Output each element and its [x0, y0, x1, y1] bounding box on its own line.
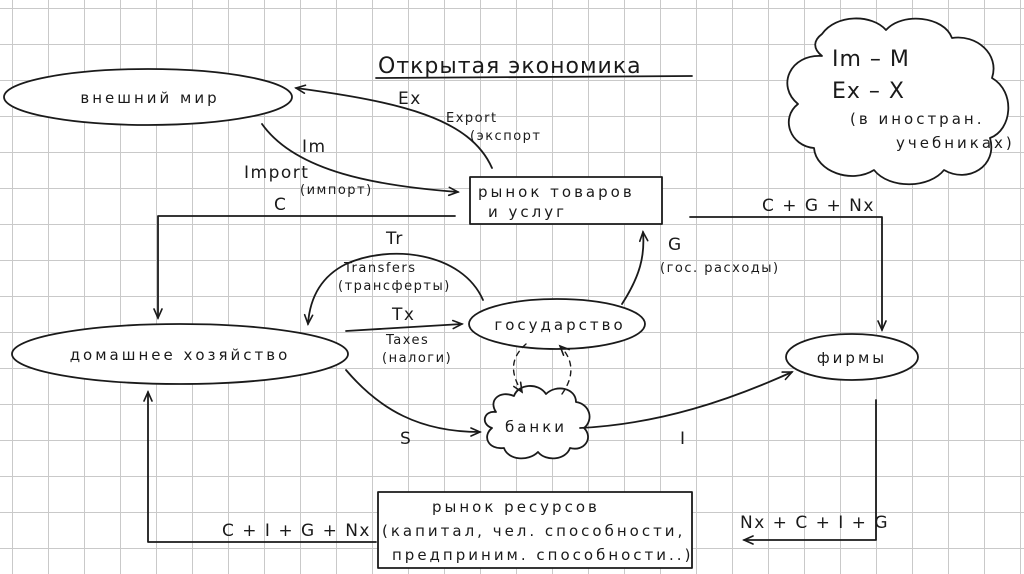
bank-government-link-2	[558, 344, 572, 395]
s-label: S	[400, 429, 412, 449]
ex-label: Ex	[398, 89, 422, 109]
transfers-ru-label: (трансферты)	[338, 279, 451, 294]
resource-market-to-households-arrow	[143, 390, 377, 543]
taxes-label: Taxes	[385, 333, 429, 348]
title-underline	[375, 75, 693, 79]
goods-market-node	[469, 176, 663, 225]
firms-label: фирмы	[817, 349, 887, 367]
households-label: домашнее хозяйство	[70, 346, 291, 364]
savings-arrow	[345, 369, 482, 437]
tx-label: Tx	[391, 305, 415, 325]
c-label: C	[274, 195, 287, 215]
diagram-title: Открытая экономика	[378, 54, 642, 79]
cloud-note-line-1: Im – M	[832, 47, 910, 72]
government-label: государство	[494, 316, 625, 334]
im-label: Im	[302, 137, 327, 157]
nx-c-i-g-label: Nx + C + I + G	[740, 513, 889, 533]
g-label: G	[668, 235, 683, 255]
c-g-nx-label: C + G + Nx	[762, 196, 875, 216]
firms-node	[785, 333, 919, 381]
goods-market-label-2: и услуг	[488, 203, 567, 221]
resource-market-node	[377, 491, 693, 569]
resource-market-label-2: (капитал, чел. способности,	[382, 522, 685, 540]
goods-to-firms-arrow	[689, 216, 887, 332]
investment-arrow	[579, 371, 794, 429]
government-spending-arrow	[621, 230, 649, 305]
firms-to-resource-market-arrow	[742, 399, 877, 545]
transfers-arrow	[303, 252, 484, 326]
i-label: I	[680, 429, 687, 449]
resource-market-label-1: рынок ресурсов	[432, 498, 600, 516]
cloud-note-line-2: Ex – X	[832, 79, 905, 104]
banks-node	[483, 385, 591, 460]
banks-label: банки	[505, 418, 567, 436]
resource-market-label-3: предприним. способности..)	[392, 546, 693, 564]
export-label: Export	[446, 111, 498, 126]
export-arrow	[294, 84, 493, 169]
transfers-label: Transfers	[343, 261, 417, 276]
consumption-arrow	[153, 215, 456, 320]
taxes-ru-label: (налоги)	[382, 351, 452, 366]
world-node	[3, 68, 293, 126]
export-ru-label: (экспорт	[470, 129, 541, 144]
import-arrow	[261, 123, 460, 197]
world-label: внешний мир	[80, 89, 219, 107]
bank-government-link-1	[512, 343, 527, 394]
tr-label: Tr	[385, 229, 404, 249]
taxes-arrow	[345, 319, 464, 332]
c-i-g-nx-label: C + I + G + Nx	[222, 521, 371, 541]
notation-cloud	[786, 17, 1010, 186]
import-ru-label: (импорт)	[300, 183, 373, 198]
import-label: Import	[244, 163, 309, 183]
cloud-note-line-3: (в иностран.	[850, 110, 984, 128]
goods-market-label-1: рынок товаров	[478, 183, 635, 201]
g-ru-label: (гос. расходы)	[660, 261, 780, 276]
government-node	[468, 298, 646, 350]
cloud-note-line-4: учебниках)	[896, 134, 1015, 152]
households-node	[11, 323, 349, 385]
